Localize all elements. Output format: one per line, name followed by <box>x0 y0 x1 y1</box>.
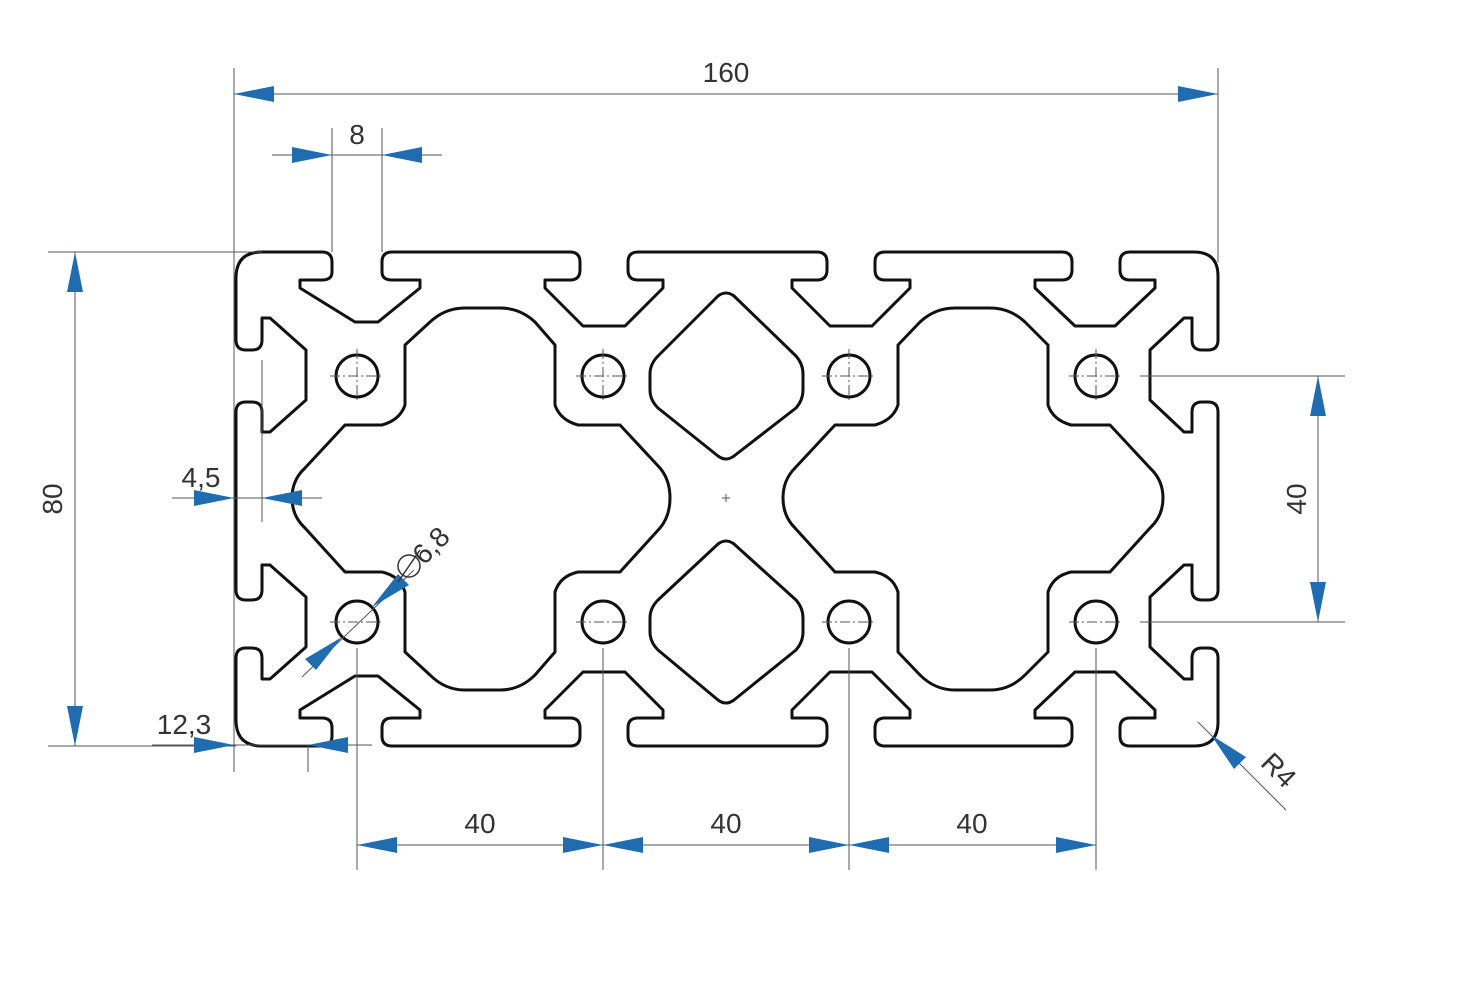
dim-slot-offset: 12,3 <box>157 709 212 740</box>
arrowhead <box>1310 582 1326 622</box>
arrowhead <box>292 147 332 163</box>
arrowhead <box>194 737 234 753</box>
arrowhead <box>382 147 422 163</box>
arrowhead <box>67 252 83 292</box>
arrowhead <box>308 737 348 753</box>
arrowhead <box>262 490 302 506</box>
arrowhead <box>305 637 342 670</box>
arrowhead <box>372 574 409 607</box>
dim-height: 80 <box>37 483 68 514</box>
arrowhead <box>194 490 234 506</box>
arrowhead <box>603 837 643 853</box>
dimension-lines <box>74 93 1319 846</box>
dim-hole-spacing-3: 40 <box>956 808 987 839</box>
arrowhead <box>1056 837 1096 853</box>
dim-hole-spacing-1: 40 <box>464 808 495 839</box>
arrowhead <box>809 837 849 853</box>
profile-outline <box>234 250 1220 748</box>
arrowhead <box>1211 735 1246 769</box>
hole-centerlines <box>330 349 1123 623</box>
dim-overall-width: 160 <box>703 57 750 88</box>
diameter-symbol-slash <box>397 549 421 583</box>
dim-hole-spacing-vertical: 40 <box>1281 483 1312 514</box>
diameter-symbol <box>397 554 421 578</box>
dim-wall-thickness: 4,5 <box>182 462 221 493</box>
center-mark <box>722 494 730 502</box>
dimension-arrows <box>67 86 1326 853</box>
dim-hole-diameter: 6,8 <box>406 521 455 570</box>
arrowhead <box>67 706 83 746</box>
arrowhead <box>563 837 603 853</box>
arrowhead <box>1178 86 1218 102</box>
arrowhead <box>1310 376 1326 416</box>
dim-slot-width: 8 <box>349 119 365 150</box>
arrowhead <box>234 86 274 102</box>
arrowhead <box>357 837 397 853</box>
arrowhead <box>849 837 889 853</box>
dim-hole-spacing-2: 40 <box>710 808 741 839</box>
